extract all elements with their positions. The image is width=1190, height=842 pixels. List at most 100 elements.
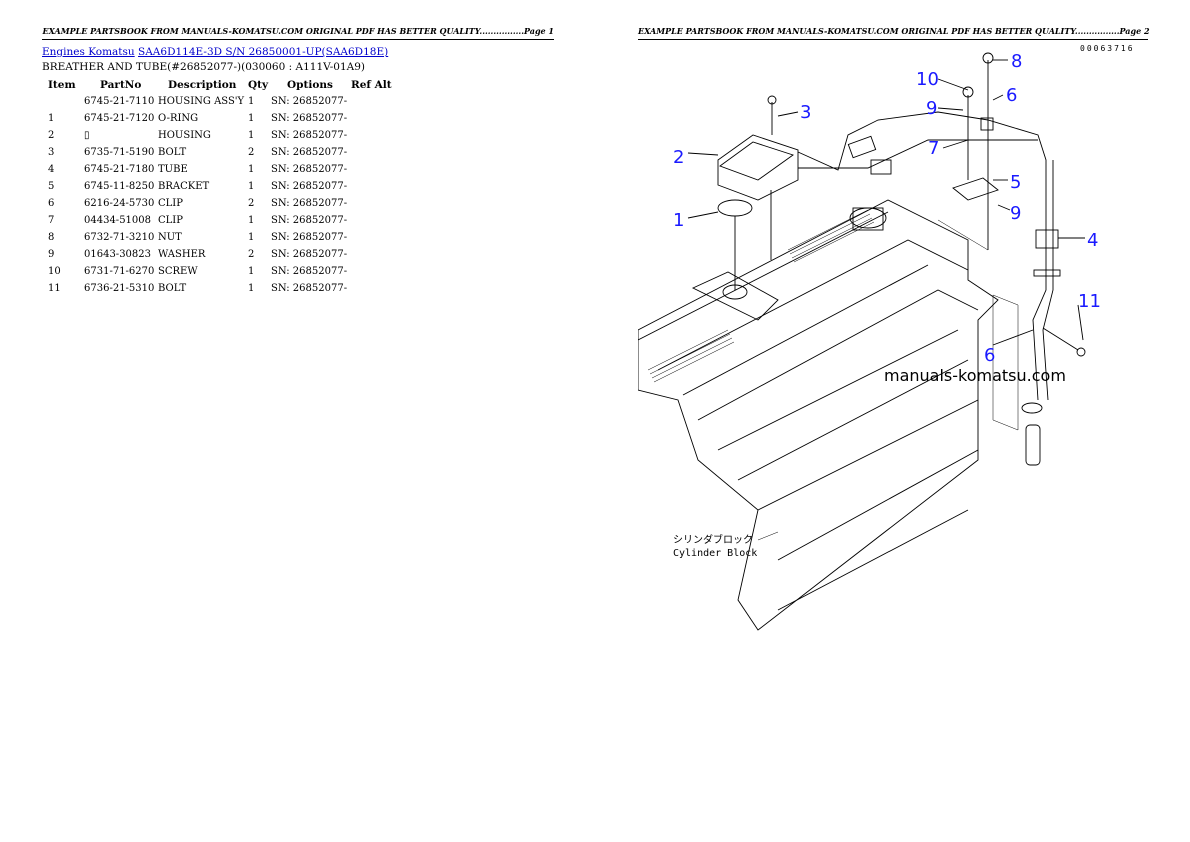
callout-number: 4: [1087, 230, 1099, 251]
cylinder-block-label-jp: シリンダブロック: [673, 535, 753, 546]
cell-options: SN: 26852077-: [271, 164, 348, 175]
cell-ref-alt: [351, 144, 401, 161]
cell-ref-alt: [351, 195, 401, 212]
watermark: manuals-komatsu.com: [884, 366, 1066, 385]
col-item: Item: [48, 78, 76, 91]
cell-description: O-RING: [158, 113, 199, 124]
cylinder-block-label: シリンダブロック Cylinder Block: [673, 534, 757, 560]
cell-ref-alt: [351, 246, 401, 263]
callout-number: 1: [673, 210, 685, 231]
cell-qty: 1: [248, 113, 255, 124]
cell-item: 6: [48, 198, 55, 209]
cell-partno: 6745-11-8250: [84, 181, 155, 192]
cell-ref-alt: [351, 110, 401, 127]
parts-table: Item PartNo Description Qty Options Ref …: [42, 76, 401, 297]
diagram-code: 00063716: [1080, 44, 1135, 53]
cell-ref-alt: [351, 178, 401, 195]
cell-item: 1: [48, 113, 55, 124]
cell-qty: 1: [248, 96, 255, 107]
col-ref-alt: Ref Alt: [351, 78, 392, 91]
callout-number: 3: [800, 102, 812, 123]
cell-description: NUT: [158, 232, 182, 243]
callout-number: 6: [1006, 85, 1018, 106]
cell-description: SCREW: [158, 266, 198, 277]
cell-ref-alt: [351, 93, 401, 110]
cell-qty: 1: [248, 164, 255, 175]
cell-options: SN: 26852077-: [271, 266, 348, 277]
table-row: 2 ▯ HOUSING 1 SN: 26852077-: [42, 127, 401, 144]
cell-description: WASHER: [158, 249, 206, 260]
cell-qty: 1: [248, 283, 255, 294]
cell-qty: 1: [248, 181, 255, 192]
cell-item: 8: [48, 232, 55, 243]
callout-number: 9: [926, 98, 938, 119]
cell-partno: 6745-21-7180: [84, 164, 155, 175]
cell-description: CLIP: [158, 215, 183, 226]
cell-description: BRACKET: [158, 181, 210, 192]
cell-partno: 6745-21-7120: [84, 113, 155, 124]
cell-qty: 1: [248, 266, 255, 277]
breadcrumb-link-engines[interactable]: Engines Komatsu: [42, 46, 135, 58]
callout-number: 2: [673, 147, 685, 168]
cell-options: SN: 26852077-: [271, 249, 348, 260]
cell-options: SN: 26852077-: [271, 215, 348, 226]
cell-description: CLIP: [158, 198, 183, 209]
cylinder-block-label-en: Cylinder Block: [673, 548, 758, 559]
cell-partno: 6732-71-3210: [84, 232, 155, 243]
cell-ref-alt: [351, 263, 401, 280]
cell-ref-alt: [351, 280, 401, 297]
cell-options: SN: 26852077-: [271, 181, 348, 192]
cell-item: 10: [48, 266, 61, 277]
cell-ref-alt: [351, 229, 401, 246]
cell-qty: 1: [248, 130, 255, 141]
section-title: BREATHER AND TUBE(#26852077-)(030060 : A…: [42, 61, 366, 73]
breadcrumb-link-model[interactable]: SAA6D114E-3D S/N 26850001-UP(SAA6D18E): [138, 46, 389, 58]
cell-partno: 6736-21-5310: [84, 283, 155, 294]
cell-item: 3: [48, 147, 55, 158]
cell-item: 7: [48, 215, 55, 226]
cell-description: BOLT: [158, 147, 187, 158]
cell-partno: 01643-30823: [84, 249, 152, 260]
cell-ref-alt: [351, 127, 401, 144]
cell-description: HOUSING: [158, 130, 211, 141]
col-partno: PartNo: [100, 78, 142, 91]
cell-qty: 2: [248, 198, 255, 209]
cell-qty: 1: [248, 215, 255, 226]
callout-number: 9: [1010, 203, 1022, 224]
cell-qty: 2: [248, 249, 255, 260]
breadcrumb: Engines Komatsu SAA6D114E-3D S/N 2685000…: [42, 46, 388, 58]
cell-item: 2: [48, 130, 55, 141]
cell-options: SN: 26852077-: [271, 113, 348, 124]
cell-options: SN: 26852077-: [271, 147, 348, 158]
cell-ref-alt: [351, 212, 401, 229]
cell-options: SN: 26852077-: [271, 198, 348, 209]
cell-qty: 1: [248, 232, 255, 243]
cell-options: SN: 26852077-: [271, 232, 348, 243]
cell-item: 9: [48, 249, 55, 260]
page1-header: EXAMPLE PARTSBOOK FROM MANUALS-KOMATSU.C…: [42, 26, 554, 40]
table-row: 9 01643-30823 WASHER 2 SN: 26852077-: [42, 246, 401, 263]
cell-partno: 6745-21-7110: [84, 96, 155, 107]
cell-description: BOLT: [158, 283, 187, 294]
callout-number: 11: [1078, 291, 1101, 312]
cell-options: SN: 26852077-: [271, 96, 348, 107]
cell-partno: ▯: [84, 130, 90, 141]
cell-options: SN: 26852077-: [271, 130, 348, 141]
callout-number: 5: [1010, 172, 1022, 193]
callout-number: 10: [916, 69, 939, 90]
callout-number: 6: [984, 345, 996, 366]
cell-item: 4: [48, 164, 55, 175]
cell-partno: 6216-24-5730: [84, 198, 155, 209]
cell-item: 11: [48, 283, 61, 294]
col-qty: Qty: [248, 78, 269, 91]
cell-partno: 6731-71-6270: [84, 266, 155, 277]
